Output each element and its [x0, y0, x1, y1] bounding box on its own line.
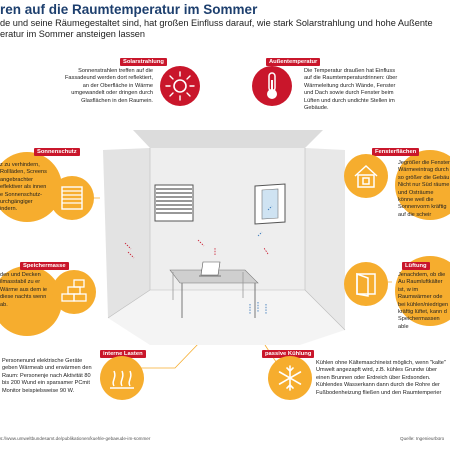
ventilation-icon-circle [344, 262, 388, 306]
internal-loads-text: Personenund elektrische Geräte geben Wär… [2, 358, 92, 394]
back-wall [150, 148, 305, 290]
ceiling [133, 130, 323, 148]
credit: Quelle: Ingenieurbüro [400, 436, 445, 441]
floor [108, 290, 345, 345]
thermometer-icon [267, 72, 277, 99]
solar-tag: Solarstrahlung [120, 58, 167, 66]
outside-temp-text: Die Temperatur draußen hat Einfluss auf … [304, 68, 398, 112]
ventilation-tag: Lüftung [402, 262, 430, 270]
open-window [254, 183, 286, 225]
snowflake-icon [278, 365, 302, 391]
storage-mass-tag: Speichermasse [20, 262, 69, 270]
windows-tag: Fensterflächen [372, 148, 420, 156]
sun-protection-text: z zu verhindern, Rollläden, Screens ange… [0, 162, 47, 213]
outside-temp-tag: Außentemperatur [266, 58, 321, 66]
open-window-icon [356, 272, 376, 297]
passive-cooling-tag: passive Kühlung [262, 350, 315, 358]
cool-arrows [249, 205, 273, 314]
internal-loads-icon-circle [100, 356, 144, 400]
bricks-icon [61, 279, 87, 302]
page-title: ren auf die Raumtemperatur im Sommer [0, 2, 258, 17]
storage-mass-circle [0, 266, 62, 336]
source-url: s://www.umweltbundesamt.de/publikationen… [0, 436, 151, 441]
passive-cooling-text: Kühlen ohne Kältemaschineist möglich, we… [316, 360, 446, 396]
sun-protection-icon-circle [50, 176, 94, 220]
windows-circle [395, 150, 450, 220]
subtitle-line-1: de und seine Räumegestaltet sind, hat gr… [0, 18, 433, 28]
solar-icon-circle [160, 66, 200, 106]
storage-mass-text: den und Decken ilmasstabil zu er Wärme a… [0, 272, 47, 308]
storage-mass-icon-circle [52, 270, 96, 314]
house-icon [354, 164, 378, 188]
subtitle-line-2: eratur im Sommer ansteigen lassen [0, 29, 146, 39]
desk [169, 261, 259, 318]
passive-cooling-icon-circle [268, 356, 312, 400]
sun-icon [165, 71, 195, 101]
solar-text: Sonnenstrahlen treffen auf die Fassadeun… [65, 68, 153, 104]
blinds-icon [61, 186, 83, 210]
page-subtitle: de und seine Räumegestaltet sind, hat gr… [0, 18, 450, 40]
left-wall [103, 148, 150, 318]
outside-temp-icon-circle [252, 66, 292, 106]
internal-loads-tag: interne Lasten [100, 350, 146, 358]
ventilation-text: Jenachdem, ob die Au Raumluftkälter ist,… [398, 272, 449, 330]
heat-waves-icon [110, 370, 134, 389]
blinds-window [154, 184, 194, 222]
sun-protection-tag: Sonnenschutz [34, 148, 80, 156]
windows-icon-circle [344, 154, 388, 198]
windows-text: Jegrößer die Fenster Wärmeeintrag durch … [398, 160, 450, 218]
heat-arrows [124, 239, 269, 259]
right-wall [305, 148, 345, 330]
